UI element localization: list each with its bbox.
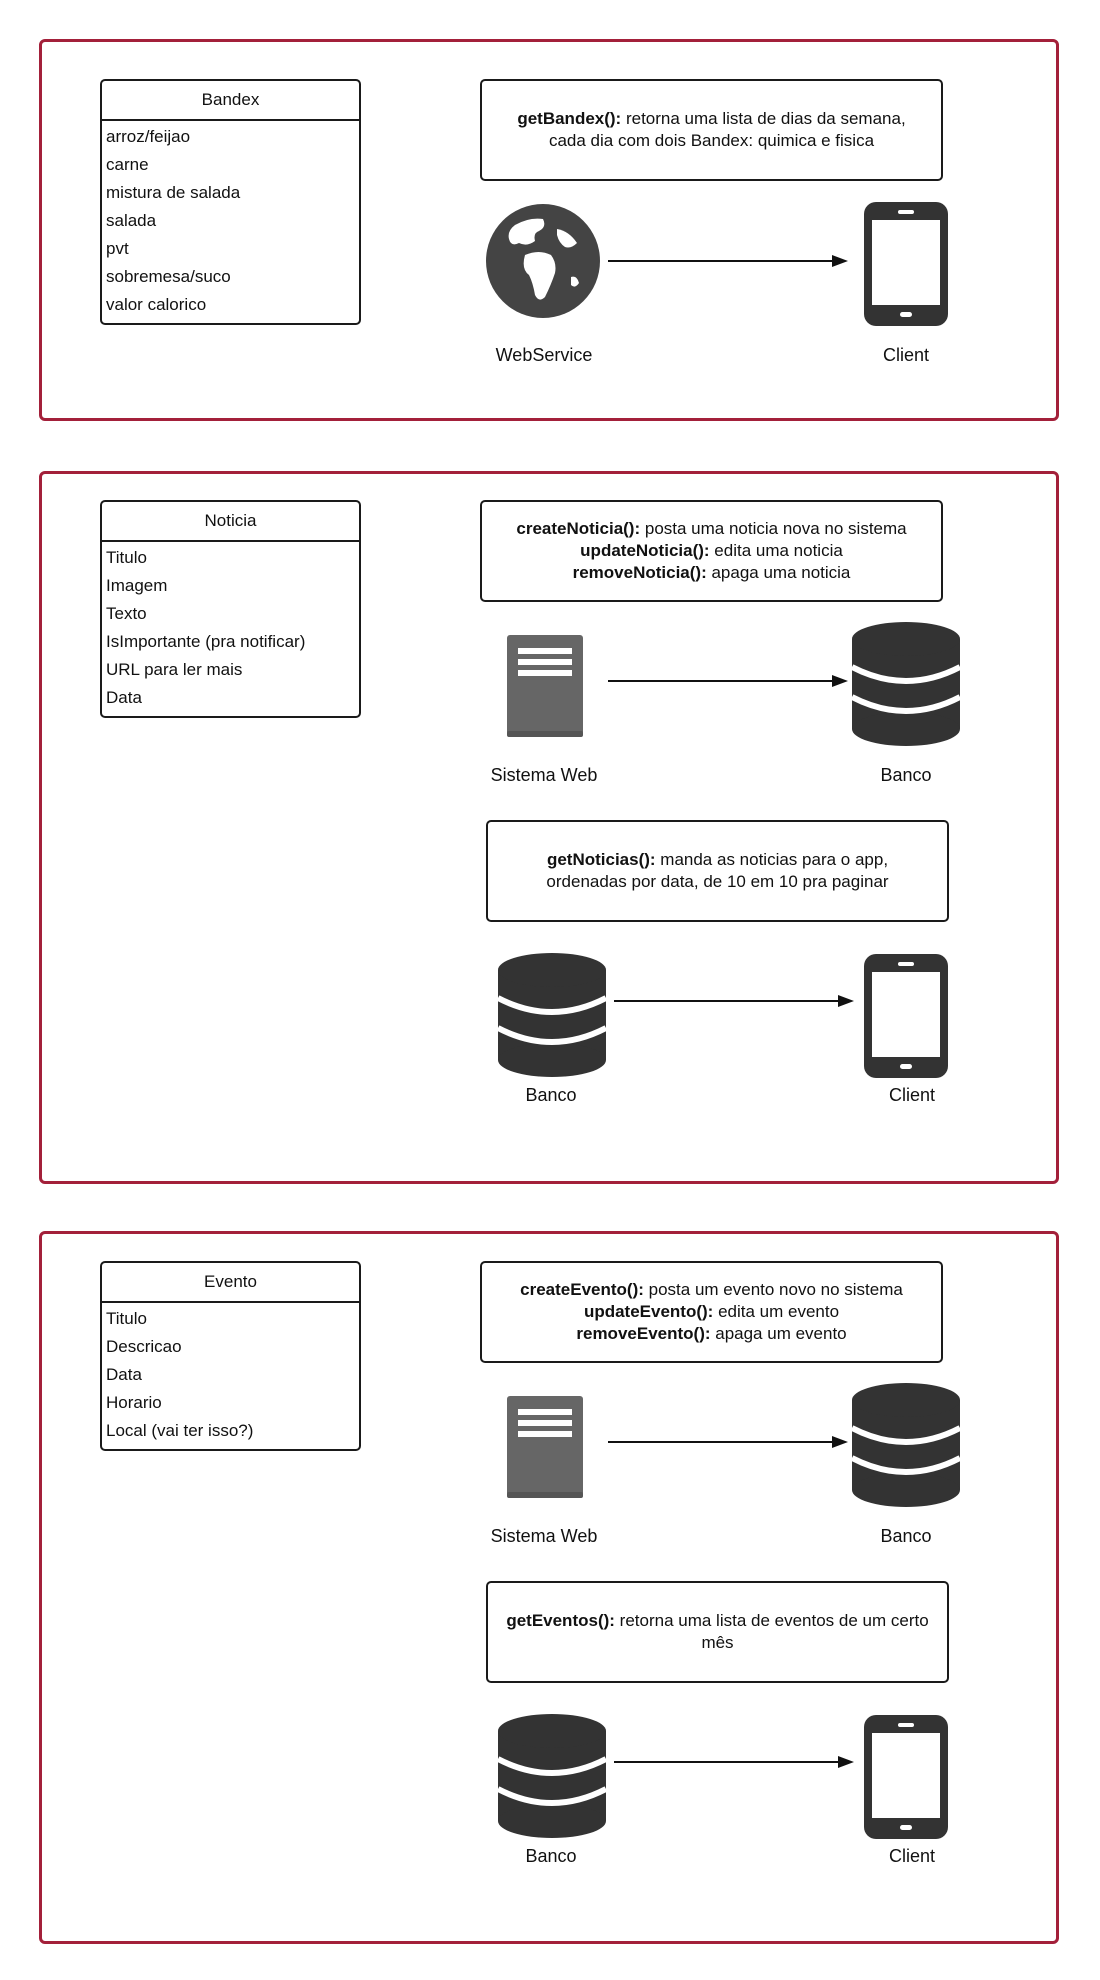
method-name: createEvento(): (520, 1280, 644, 1299)
flow-arrow (608, 675, 848, 687)
entity-field: Descricao (106, 1337, 182, 1356)
database-icon (850, 622, 962, 746)
entity-field: Texto (106, 604, 147, 623)
method-desc: edita uma noticia (709, 541, 843, 560)
database-icon (496, 953, 608, 1077)
method-desc: posta um evento novo no sistema (643, 1280, 903, 1299)
method-desc: posta uma noticia nova no sistema (640, 519, 907, 538)
method-desc: retorna uma lista de dias da semana, (621, 109, 906, 128)
method-desc: apaga um evento (710, 1324, 847, 1343)
node-label: Client (888, 1085, 936, 1105)
section-bandex (39, 39, 1059, 421)
node-label: WebService (495, 345, 593, 365)
method-name: getBandex(): (517, 109, 622, 128)
entity-field: salada (106, 211, 157, 230)
entity-field: Horario (106, 1393, 162, 1412)
flow-arrow (614, 1756, 854, 1768)
flow-arrow (608, 255, 848, 267)
entity-field: Local (vai ter isso?) (106, 1421, 254, 1440)
flow-arrow (614, 995, 854, 1007)
phone-icon (864, 954, 948, 1078)
method-name: removeEvento(): (576, 1324, 711, 1343)
entity-field: Titulo (106, 1309, 147, 1328)
entity-field: URL para ler mais (106, 660, 243, 679)
flow-arrow (608, 1436, 848, 1448)
method-name: createNoticia(): (516, 519, 641, 538)
entity-field: IsImportante (pra notificar) (106, 632, 306, 651)
section-evento (39, 1231, 1059, 1944)
node-label: Banco (525, 1846, 577, 1866)
node-label: Client (882, 345, 930, 365)
method-desc: retorna uma lista de eventos de um certo (614, 1611, 929, 1630)
node-label: Sistema Web (490, 1526, 598, 1546)
entity-noticia: Noticia Titulo Imagem Texto IsImportante… (100, 500, 361, 718)
entity-field: carne (106, 155, 149, 174)
entity-field: pvt (106, 239, 129, 258)
entity-title: Evento (102, 1263, 359, 1303)
method-name: getEventos(): (506, 1611, 615, 1630)
phone-icon (864, 1715, 948, 1839)
entity-evento: Evento Titulo Descricao Data Horario Loc… (100, 1261, 361, 1451)
server-icon (507, 635, 583, 737)
node-label: Banco (525, 1085, 577, 1105)
method-desc: apaga uma noticia (706, 563, 851, 582)
note-get-eventos: getEventos(): retorna uma lista de event… (486, 1581, 949, 1683)
method-name: removeNoticia(): (572, 563, 707, 582)
entity-field: mistura de salada (106, 183, 241, 202)
entity-title: Bandex (102, 81, 359, 121)
method-desc: ordenadas por data, de 10 em 10 pra pagi… (546, 872, 889, 891)
method-name: getNoticias(): (546, 850, 656, 869)
entity-field: sobremesa/suco (106, 267, 231, 286)
entity-field: valor calorico (106, 295, 207, 314)
entity-field: arroz/feijao (106, 127, 191, 146)
globe-icon (486, 204, 600, 318)
entity-bandex: Bandex arroz/feijao carne mistura de sal… (100, 79, 361, 325)
method-name: updateEvento(): (583, 1302, 714, 1321)
method-name: updateNoticia(): (580, 541, 710, 560)
method-desc: cada dia com dois Bandex: quimica e fisi… (548, 131, 875, 150)
node-label: Banco (880, 765, 932, 785)
entity-field: Titulo (106, 548, 147, 567)
note-evento-crud: createEvento(): posta um evento novo no … (480, 1261, 943, 1363)
node-label: Sistema Web (490, 765, 598, 785)
server-icon (507, 1396, 583, 1498)
section-noticia (39, 471, 1059, 1184)
entity-field: Data (106, 688, 142, 707)
entity-field: Imagem (106, 576, 168, 595)
note-get-bandex: getBandex(): retorna uma lista de dias d… (480, 79, 943, 181)
entity-field: Data (106, 1365, 142, 1384)
method-desc: edita um evento (713, 1302, 840, 1321)
node-label: Client (888, 1846, 936, 1866)
note-get-noticias: getNoticias(): manda as noticias para o … (486, 820, 949, 922)
note-noticia-crud: createNoticia(): posta uma noticia nova … (480, 500, 943, 602)
database-icon (850, 1383, 962, 1507)
entity-title: Noticia (102, 502, 359, 542)
method-desc: mês (701, 1633, 734, 1652)
database-icon (496, 1714, 608, 1838)
method-desc: manda as noticias para o app, (655, 850, 889, 869)
node-label: Banco (880, 1526, 932, 1546)
phone-icon (864, 202, 948, 326)
